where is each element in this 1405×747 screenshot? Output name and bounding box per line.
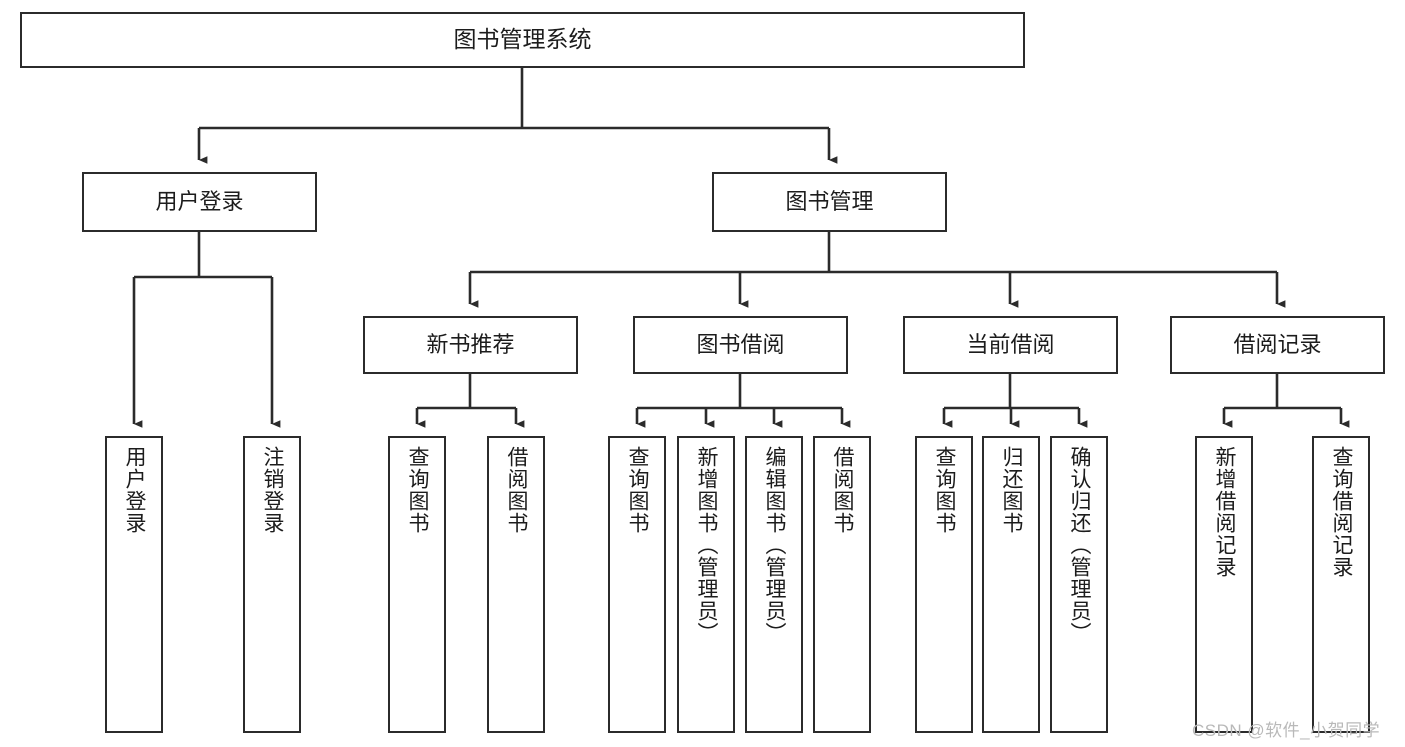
node-leaf-query-borrow-record[interactable]: 查询借阅记录 xyxy=(1312,436,1370,733)
node-label: 查询借阅记录 xyxy=(1330,446,1354,578)
node-borrow-records[interactable]: 借阅记录 xyxy=(1170,316,1385,374)
node-label: 图书借阅 xyxy=(696,332,785,358)
node-leaf-borrow-books[interactable]: 借阅图书 xyxy=(813,436,871,733)
node-label: 图书管理系统 xyxy=(453,26,592,53)
node-leaf-confirm-return-admin[interactable]: 确认归还（管理员） xyxy=(1050,436,1108,733)
node-label: 借阅图书 xyxy=(505,446,529,534)
node-book-management[interactable]: 图书管理 xyxy=(712,172,947,232)
node-label: 用户登录 xyxy=(155,189,244,215)
node-leaf-logout[interactable]: 注销登录 xyxy=(243,436,301,733)
node-label: 借阅记录 xyxy=(1233,332,1322,358)
node-label: 用户登录 xyxy=(123,446,147,534)
node-current-borrow[interactable]: 当前借阅 xyxy=(903,316,1118,374)
node-leaf-query-books-new[interactable]: 查询图书 xyxy=(388,436,446,733)
node-label: 借阅图书 xyxy=(831,446,855,534)
node-leaf-query-books-current[interactable]: 查询图书 xyxy=(915,436,973,733)
node-label: 查询图书 xyxy=(406,446,430,534)
node-book-borrow[interactable]: 图书借阅 xyxy=(633,316,848,374)
node-root-system[interactable]: 图书管理系统 xyxy=(20,12,1025,68)
node-label: 新书推荐 xyxy=(426,332,515,358)
node-label: 编辑图书（管理员） xyxy=(763,446,787,644)
node-new-book-recommend[interactable]: 新书推荐 xyxy=(363,316,578,374)
node-leaf-edit-book-admin[interactable]: 编辑图书（管理员） xyxy=(745,436,803,733)
node-leaf-add-book-admin[interactable]: 新增图书（管理员） xyxy=(677,436,735,733)
node-label: 注销登录 xyxy=(261,446,285,534)
node-label: 查询图书 xyxy=(626,446,650,534)
node-label: 新增图书（管理员） xyxy=(695,446,719,644)
node-label: 新增借阅记录 xyxy=(1213,446,1237,578)
node-leaf-user-login[interactable]: 用户登录 xyxy=(105,436,163,733)
node-leaf-add-borrow-record[interactable]: 新增借阅记录 xyxy=(1195,436,1253,733)
node-user-login[interactable]: 用户登录 xyxy=(82,172,317,232)
node-label: 查询图书 xyxy=(933,446,957,534)
node-label: 归还图书 xyxy=(1000,446,1024,534)
node-label: 当前借阅 xyxy=(966,332,1055,358)
node-leaf-query-books-borrow[interactable]: 查询图书 xyxy=(608,436,666,733)
node-leaf-borrow-books-new[interactable]: 借阅图书 xyxy=(487,436,545,733)
node-label: 确认归还（管理员） xyxy=(1068,446,1092,644)
node-leaf-return-books[interactable]: 归还图书 xyxy=(982,436,1040,733)
node-label: 图书管理 xyxy=(785,189,874,215)
